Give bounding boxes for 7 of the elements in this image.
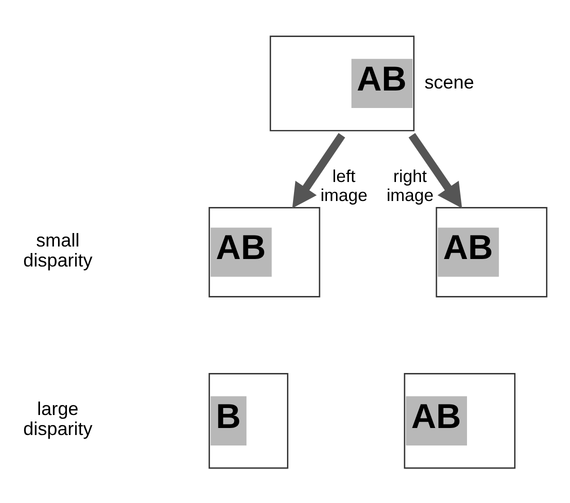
label: small disparity	[23, 229, 92, 270]
edge-label: right image	[386, 166, 434, 205]
arrow	[292, 133, 346, 208]
edge-label: left image	[320, 166, 368, 205]
label: large disparity	[23, 398, 92, 440]
arrow	[408, 133, 462, 208]
node-label: scene	[424, 71, 474, 92]
